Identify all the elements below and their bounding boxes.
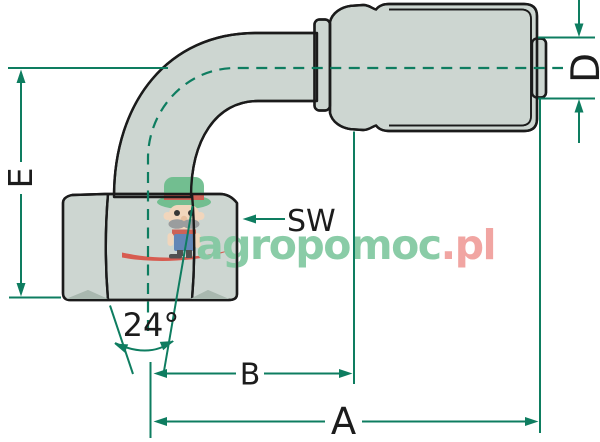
watermark-swoosh [122, 249, 232, 261]
farmer-arm-right [194, 233, 201, 248]
cone-line-left [109, 305, 134, 375]
label-sw: SW [287, 204, 336, 239]
arrow-b-right [339, 369, 353, 378]
centerline-dashed [146, 66, 563, 331]
arrow-a-right [525, 417, 539, 426]
arrow-e-up [16, 69, 26, 83]
label-b: B [240, 358, 261, 393]
farmer-arm-left [167, 233, 174, 246]
watermark-text-tld: .pl [441, 221, 495, 269]
arrow-d-down [574, 23, 584, 37]
watermark-text: agropomoc.pl [196, 221, 495, 269]
farmer-leg-right [186, 250, 192, 258]
farmer-mustache-left [168, 219, 186, 229]
arrow-angle-right [159, 341, 174, 351]
farmer-boot-left [169, 254, 182, 259]
label-angle: 24° [123, 306, 180, 344]
farmer-shirt [172, 229, 196, 236]
arrow-d-up [574, 99, 584, 113]
arrow-angle-left [114, 343, 129, 353]
arrow-sw-left [242, 214, 256, 224]
arrowheads [16, 23, 584, 426]
label-d: D [564, 53, 600, 83]
farmer-overalls [174, 234, 194, 251]
watermark: agropomoc.pl [122, 177, 497, 269]
dimensions [8, 0, 595, 438]
farmer-mustache-right [182, 219, 200, 229]
arrow-e-down [16, 283, 26, 297]
farmer-eye-left [174, 210, 180, 216]
farmer-leg-left [177, 250, 183, 256]
dimension-labels: E D SW 24° B A [1, 53, 600, 442]
label-e: E [1, 168, 40, 189]
arrow-b-left [153, 369, 167, 378]
centerlines [146, 66, 563, 331]
label-a: A [331, 400, 356, 442]
arrow-a-left [153, 417, 167, 426]
